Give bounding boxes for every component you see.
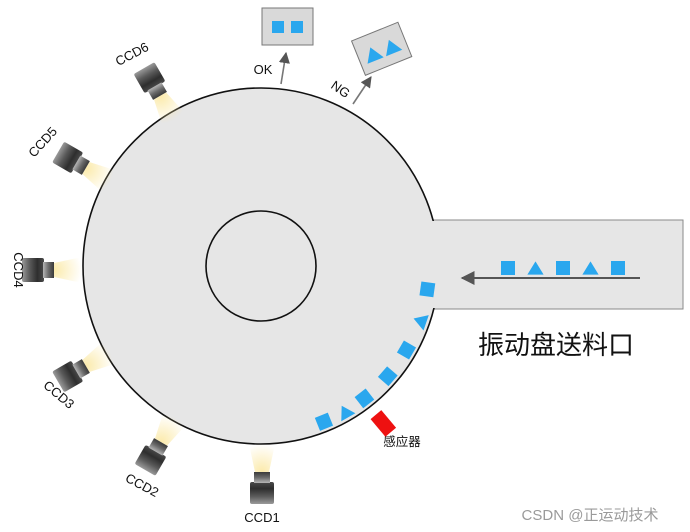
square-part-icon: [272, 21, 284, 33]
square-part-icon: [419, 281, 436, 298]
ccd3-camera: CCD3: [41, 340, 117, 412]
light-beam-icon: [154, 411, 187, 446]
ccd1-camera: CCD1: [244, 444, 280, 525]
triangle-part-icon: [367, 47, 384, 64]
square-part-icon: [291, 21, 303, 33]
ccd1-label: CCD1: [244, 510, 279, 525]
square-part-icon: [501, 261, 515, 275]
ok-arrow: [278, 51, 290, 85]
square-part-icon: [396, 340, 417, 360]
ccd4-camera: CCD4: [11, 252, 82, 288]
light-beam-icon: [153, 92, 186, 127]
camera-icon: [135, 438, 168, 476]
square-part-icon: [354, 388, 375, 409]
square-part-icon: [556, 261, 570, 275]
light-beam-icon: [82, 161, 117, 194]
triangle-part-icon: [527, 261, 544, 275]
ccd5-camera: CCD5: [25, 124, 117, 194]
ccd6-camera: CCD6: [113, 39, 186, 127]
camera-icon: [52, 142, 90, 175]
ok-label: OK: [254, 62, 273, 77]
camera-icon: [134, 62, 167, 100]
square-part-icon: [314, 412, 334, 431]
ng-bin: [350, 21, 413, 76]
ng-arrow: [352, 76, 372, 105]
square-part-icon: [611, 261, 625, 275]
ccd2-camera: CCD2: [123, 411, 187, 500]
triangle-part-icon: [341, 405, 356, 422]
ng-label: NG: [328, 78, 353, 101]
camera-icon: [250, 472, 274, 504]
disc-parts: [314, 281, 436, 431]
square-part-icon: [377, 366, 398, 387]
sensor: [370, 410, 397, 437]
turntable-hub: [205, 210, 317, 322]
camera-icon: [52, 359, 90, 392]
camera-icon: [22, 258, 54, 282]
light-beam-icon: [82, 340, 117, 373]
light-beam-icon: [54, 257, 82, 283]
feeder-label: 振动盘送料口: [478, 330, 634, 360]
triangle-part-icon: [386, 39, 403, 57]
watermark: CSDN @正运动技术: [522, 507, 659, 524]
sensor-label: 感应器: [383, 434, 421, 449]
light-beam-icon: [249, 444, 275, 472]
feeder-parts: [501, 261, 625, 275]
feeder-chute: [427, 219, 684, 310]
ok-bin: [261, 7, 314, 46]
triangle-part-icon: [582, 261, 599, 275]
triangle-part-icon: [413, 315, 429, 331]
ccd5-label: CCD5: [25, 124, 60, 160]
ccd4-label: CCD4: [11, 252, 26, 287]
ccd6-label: CCD6: [113, 39, 151, 69]
